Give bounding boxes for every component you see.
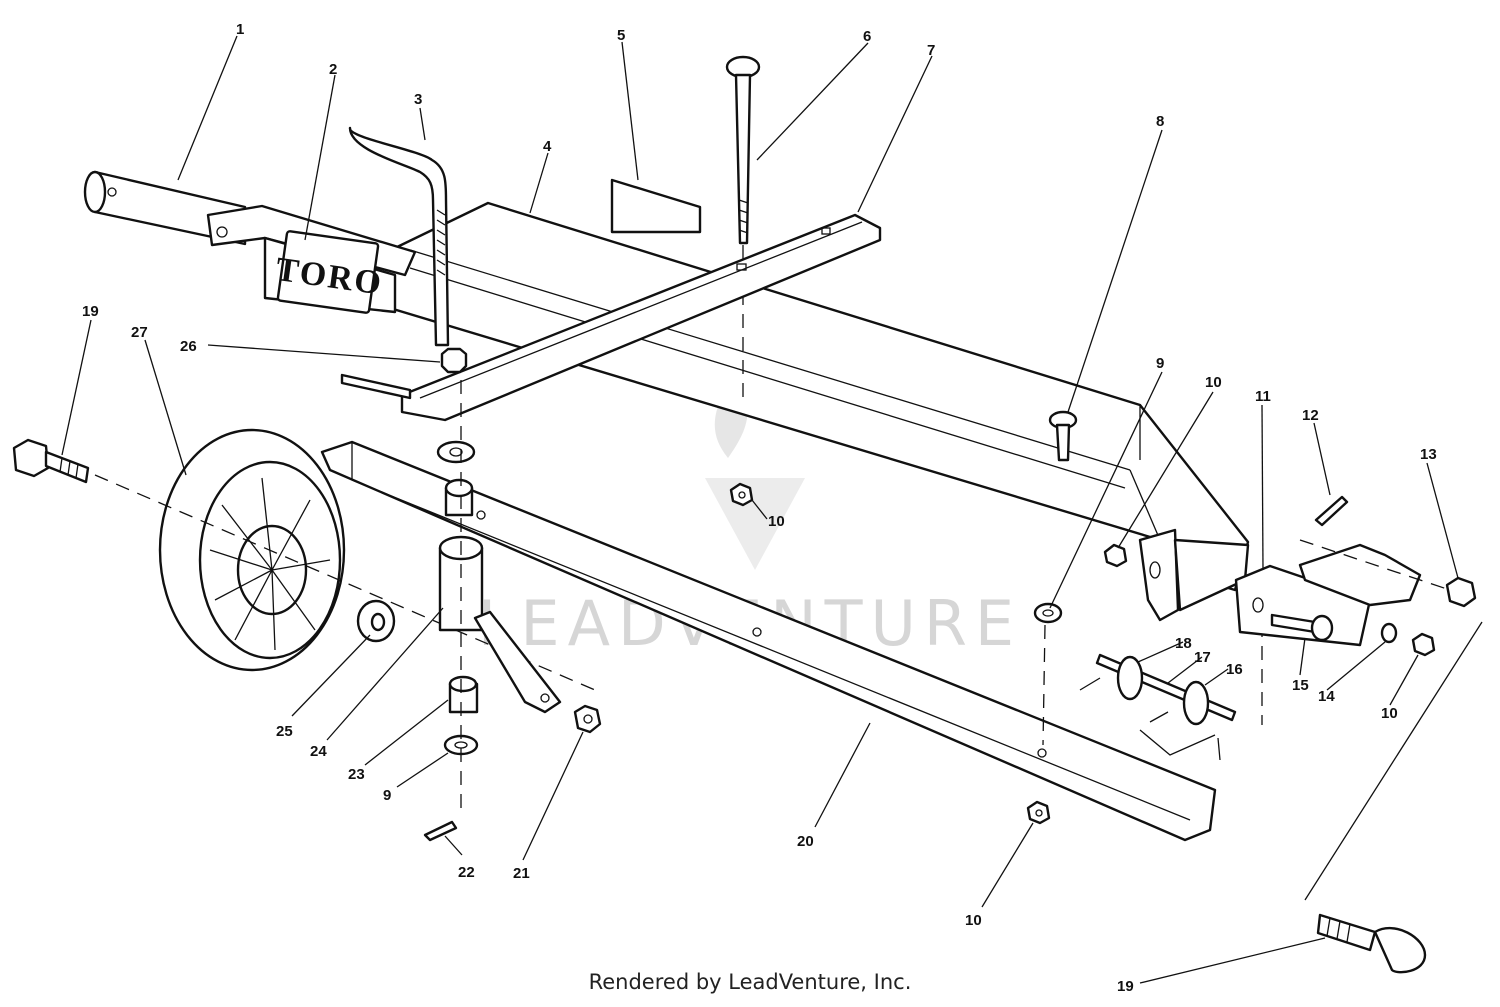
adjustment-handle bbox=[348, 126, 450, 347]
callout-27: 27 bbox=[131, 324, 148, 341]
callout-24: 24 bbox=[310, 743, 327, 760]
rear-bracket bbox=[1138, 528, 1250, 622]
leader-lines bbox=[61, 35, 1459, 984]
pivot-bracket bbox=[1234, 543, 1422, 647]
flange-bolt-19-right bbox=[1316, 913, 1427, 974]
washer-guide-line bbox=[1042, 624, 1046, 746]
nut-21 bbox=[573, 704, 602, 734]
wheel bbox=[158, 428, 346, 672]
callout-10-bottom: 10 bbox=[965, 912, 982, 929]
callout-15: 15 bbox=[1292, 677, 1309, 694]
callout-8: 8 bbox=[1156, 113, 1164, 130]
cross-channel bbox=[400, 213, 882, 422]
render-credit: Rendered by LeadVenture, Inc. bbox=[588, 970, 912, 994]
nut-10-bottom bbox=[1026, 800, 1051, 825]
callout-3: 3 bbox=[414, 91, 422, 108]
frame-tube bbox=[83, 170, 247, 246]
callout-18: 18 bbox=[1175, 635, 1192, 652]
callout-21: 21 bbox=[513, 865, 530, 882]
carriage-bolt-short bbox=[1048, 410, 1078, 462]
callout-7: 7 bbox=[927, 42, 935, 59]
axle-rod bbox=[1079, 653, 1237, 761]
callout-26: 26 bbox=[180, 338, 197, 355]
callout-11: 11 bbox=[1255, 388, 1271, 405]
callout-2: 2 bbox=[329, 61, 337, 78]
callout-14: 14 bbox=[1318, 688, 1335, 705]
callout-10-upper: 10 bbox=[1205, 374, 1222, 391]
callout-9-lower: 9 bbox=[383, 787, 391, 804]
callout-10-center: 10 bbox=[768, 513, 785, 530]
spindle-stack bbox=[436, 347, 562, 756]
washer-25 bbox=[356, 599, 396, 643]
lower-channel bbox=[320, 440, 1217, 842]
nut-10-bracket bbox=[1103, 543, 1128, 568]
washer-9-right bbox=[1033, 602, 1063, 624]
callout-4: 4 bbox=[543, 138, 552, 155]
pin-guide-line bbox=[1299, 539, 1451, 591]
callout-12: 12 bbox=[1302, 407, 1319, 424]
callout-19-left: 19 bbox=[82, 303, 99, 320]
callout-10-right: 10 bbox=[1381, 705, 1398, 722]
nut-10-right bbox=[1411, 632, 1436, 657]
cotter-pin-22 bbox=[423, 820, 458, 842]
callout-13: 13 bbox=[1420, 446, 1437, 463]
bolt-guide-line-right bbox=[1304, 621, 1483, 901]
nut-10-center bbox=[729, 482, 754, 507]
carriage-bolt-long bbox=[725, 55, 761, 245]
callout-9-upper: 9 bbox=[1156, 355, 1164, 372]
watermark-triangle-icon bbox=[705, 478, 805, 570]
washer-14 bbox=[1380, 622, 1398, 644]
callout-16: 16 bbox=[1226, 661, 1243, 678]
callout-22: 22 bbox=[458, 864, 475, 881]
callout-19-right: 19 bbox=[1117, 978, 1134, 995]
stud bbox=[340, 373, 412, 400]
callout-6: 6 bbox=[863, 28, 871, 45]
callout-25: 25 bbox=[276, 723, 293, 740]
toro-bracket: TORO bbox=[206, 204, 417, 314]
callout-1: 1 bbox=[236, 21, 244, 38]
callout-20: 20 bbox=[797, 833, 814, 850]
side-plate bbox=[610, 178, 702, 234]
shoulder-bolt-15 bbox=[1270, 613, 1334, 642]
flange-bolt-19-left bbox=[12, 438, 90, 484]
deck-plate bbox=[328, 201, 1250, 592]
cotter-pin-12 bbox=[1314, 495, 1349, 527]
callout-5: 5 bbox=[617, 27, 625, 44]
callout-17: 17 bbox=[1194, 649, 1211, 666]
nut-13 bbox=[1445, 576, 1477, 608]
callout-23: 23 bbox=[348, 766, 365, 783]
callout-labels: 1 2 3 4 5 6 7 8 9 10 11 12 13 19 27 26 1… bbox=[82, 21, 1437, 995]
